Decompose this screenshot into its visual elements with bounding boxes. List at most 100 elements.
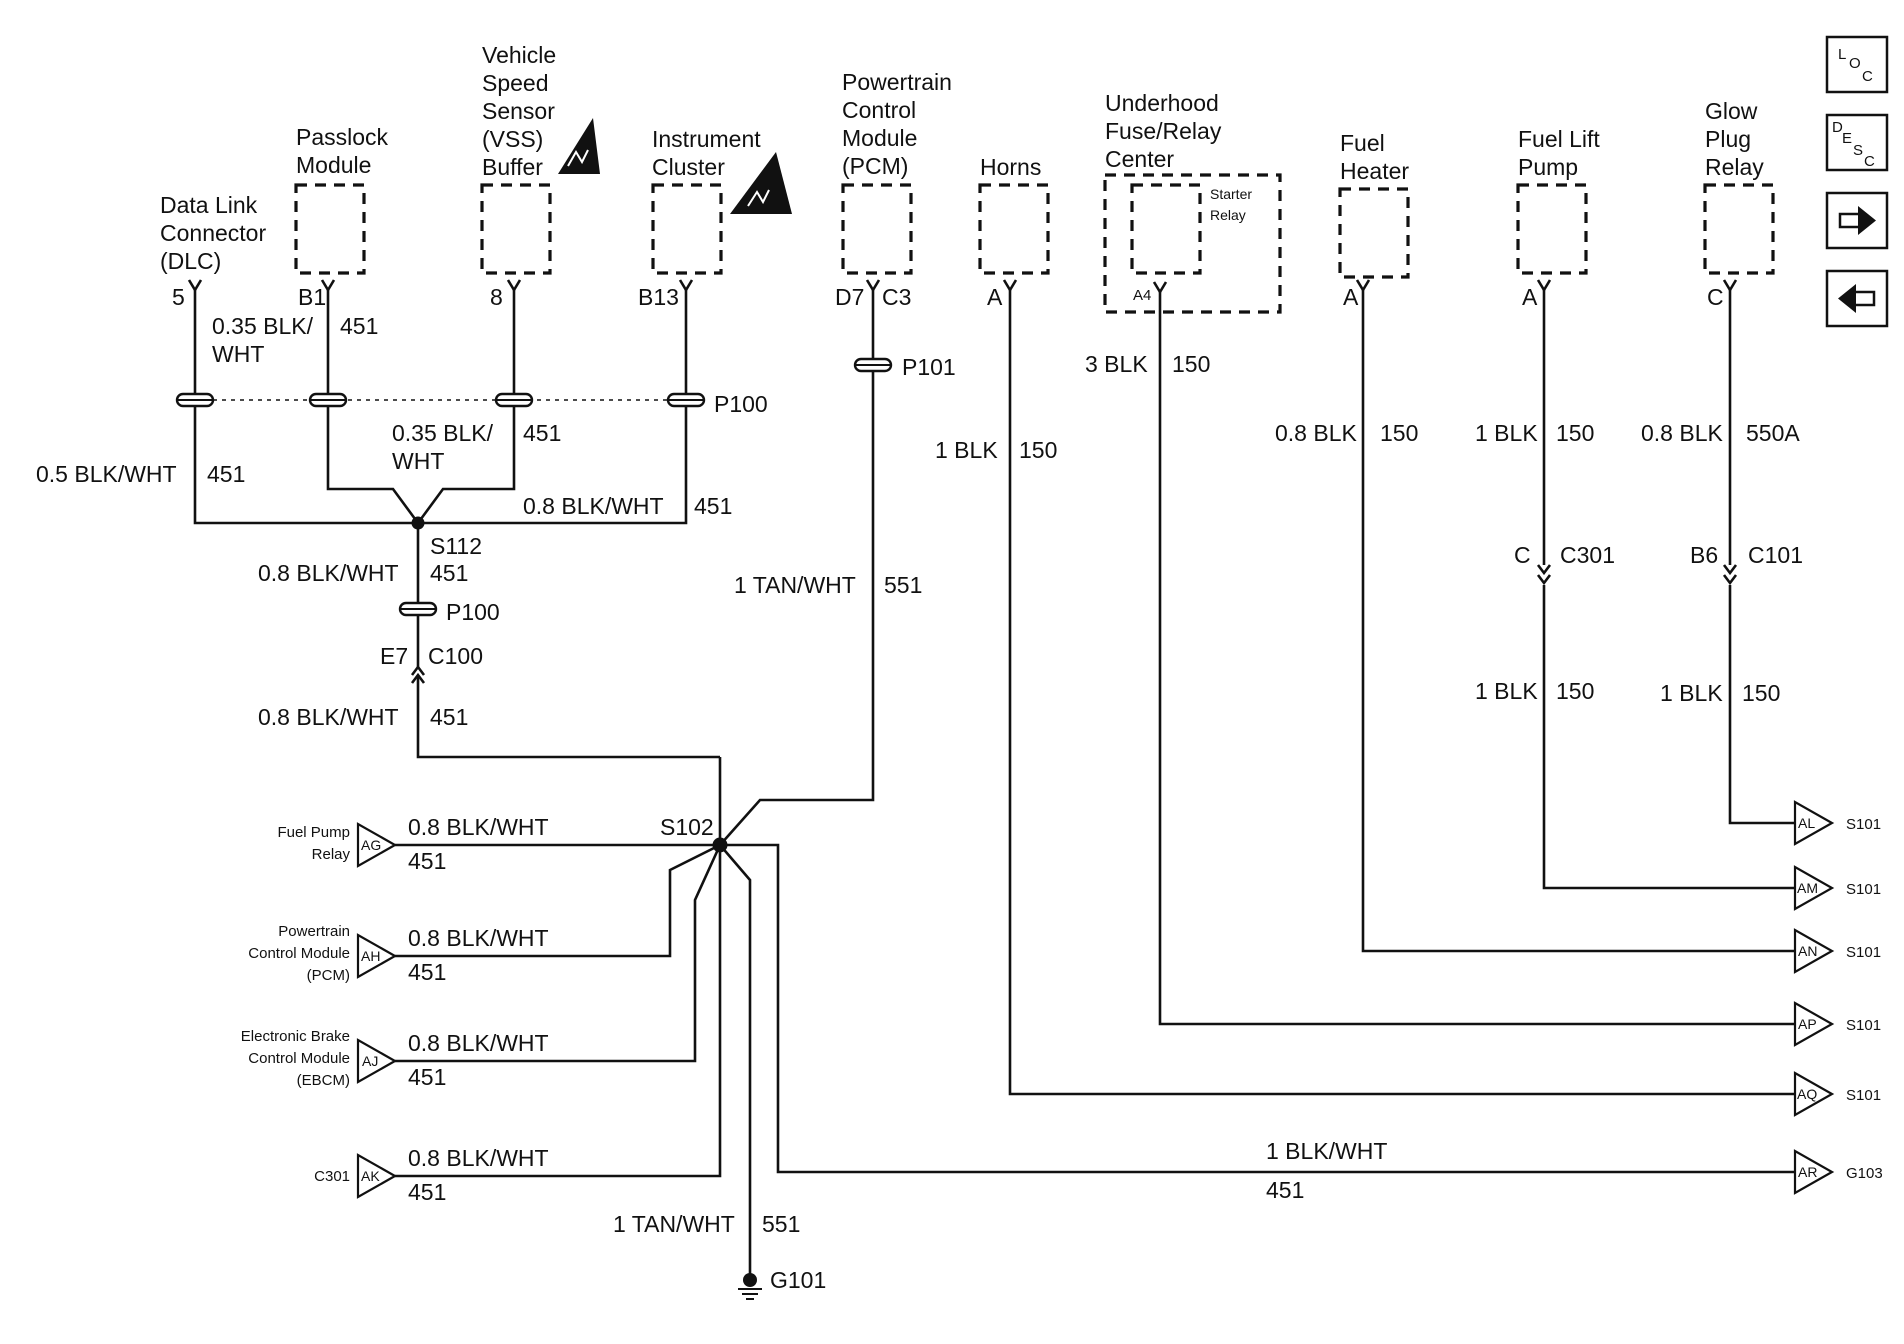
- svg-text:AN: AN: [1798, 943, 1817, 959]
- svg-text:451: 451: [430, 560, 468, 586]
- pin-label: C: [1707, 284, 1724, 310]
- svg-text:150: 150: [1019, 437, 1057, 463]
- svg-text:451: 451: [408, 1179, 446, 1205]
- svg-text:0.8 BLK/WHT: 0.8 BLK/WHT: [258, 560, 399, 586]
- glow-plug-label: Glow Plug Relay: [1705, 98, 1764, 180]
- svg-text:(PCM): (PCM): [307, 967, 350, 984]
- svg-text:1 BLK: 1 BLK: [1475, 678, 1538, 704]
- svg-text:0.5 BLK/WHT: 0.5 BLK/WHT: [36, 461, 177, 487]
- connector-chevrons: [410, 564, 1738, 684]
- svg-text:E7: E7: [380, 643, 408, 669]
- right-ref-am[interactable]: AM S101: [1793, 865, 1881, 911]
- svg-text:150: 150: [1556, 678, 1594, 704]
- svg-text:P100: P100: [714, 391, 768, 417]
- right-ref-ap[interactable]: AP S101: [1793, 1001, 1881, 1047]
- svg-text:Vehicle: Vehicle: [482, 42, 556, 68]
- svg-text:(VSS): (VSS): [482, 126, 543, 152]
- svg-text:1 TAN/WHT: 1 TAN/WHT: [734, 572, 856, 598]
- svg-text:0.8 BLK/WHT: 0.8 BLK/WHT: [523, 493, 664, 519]
- fuel-lift-label: Fuel Lift Pump: [1518, 126, 1600, 180]
- right-ref-an[interactable]: AN S101: [1793, 928, 1881, 974]
- pin-terminals: [187, 279, 1738, 295]
- svg-text:Fuel Pump: Fuel Pump: [277, 824, 350, 841]
- pin-label: B1: [298, 284, 326, 310]
- svg-text:S: S: [1853, 142, 1863, 159]
- svg-text:AK: AK: [361, 1168, 380, 1184]
- pcm-box: [841, 183, 913, 275]
- left-ref-pcm[interactable]: Powertrain Control Module (PCM) AH: [248, 923, 398, 984]
- left-ref-ebcm[interactable]: Electronic Brake Control Module (EBCM) A…: [241, 1028, 398, 1089]
- passlock-box: [294, 183, 366, 275]
- left-ref-fuel-pump-relay[interactable]: Fuel Pump Relay AG: [277, 822, 398, 868]
- left-ref-c301[interactable]: C301 AK: [314, 1153, 398, 1199]
- svg-text:451: 451: [523, 420, 561, 446]
- svg-text:S101: S101: [1846, 816, 1881, 833]
- connector-labels: P100 P100 P101 S112 S102 E7 C100 C C301 …: [380, 354, 1803, 1293]
- svg-text:Control Module: Control Module: [248, 945, 350, 962]
- svg-text:WHT: WHT: [212, 341, 264, 367]
- fuel-heater-label: Fuel Heater: [1340, 130, 1409, 184]
- svg-text:B6: B6: [1690, 542, 1718, 568]
- pin-label: 8: [490, 284, 503, 310]
- svg-text:0.35 BLK/: 0.35 BLK/: [392, 420, 494, 446]
- svg-text:Fuel: Fuel: [1340, 130, 1385, 156]
- svg-text:Electronic Brake: Electronic Brake: [241, 1028, 350, 1045]
- starter-relay-label: Starter Relay: [1210, 186, 1252, 223]
- svg-text:Relay: Relay: [1705, 154, 1764, 180]
- desc-button[interactable]: D E S C: [1825, 113, 1889, 172]
- svg-text:C301: C301: [1560, 542, 1615, 568]
- svg-text:AR: AR: [1798, 1164, 1817, 1180]
- arrow-left-icon: [1838, 284, 1876, 313]
- svg-text:C100: C100: [428, 643, 483, 669]
- svg-text:(DLC): (DLC): [160, 248, 221, 274]
- wires: [193, 290, 1795, 1278]
- next-page-button[interactable]: [1825, 191, 1889, 250]
- svg-text:Plug: Plug: [1705, 126, 1751, 152]
- svg-text:451: 451: [430, 704, 468, 730]
- horns-box: [978, 183, 1050, 275]
- dlc-label: Data Link Connector (DLC): [160, 192, 266, 274]
- svg-text:Data Link: Data Link: [160, 192, 258, 218]
- svg-text:1 BLK/WHT: 1 BLK/WHT: [1266, 1138, 1387, 1164]
- right-ref-aq[interactable]: AQ S101: [1793, 1071, 1881, 1117]
- svg-text:451: 451: [1266, 1177, 1304, 1203]
- svg-text:S101: S101: [1846, 944, 1881, 961]
- svg-text:551: 551: [884, 572, 922, 598]
- svg-text:AH: AH: [361, 948, 380, 964]
- svg-text:AG: AG: [361, 837, 381, 853]
- svg-text:0.35 BLK/: 0.35 BLK/: [212, 313, 314, 339]
- svg-text:C: C: [1864, 153, 1875, 170]
- svg-text:451: 451: [694, 493, 732, 519]
- svg-text:Fuse/Relay: Fuse/Relay: [1105, 118, 1222, 144]
- svg-text:Pump: Pump: [1518, 154, 1578, 180]
- svg-text:Starter: Starter: [1210, 186, 1252, 202]
- prev-page-button[interactable]: [1825, 269, 1889, 328]
- svg-text:L: L: [1838, 46, 1846, 63]
- svg-text:Speed: Speed: [482, 70, 549, 96]
- fuel-heater-box: [1338, 187, 1410, 279]
- splice-s102: [712, 837, 728, 853]
- svg-text:S101: S101: [1846, 881, 1881, 898]
- svg-text:AJ: AJ: [362, 1053, 378, 1069]
- right-ref-al[interactable]: AL S101: [1793, 800, 1881, 846]
- cluster-box: [651, 183, 723, 275]
- svg-text:G103: G103: [1846, 1165, 1883, 1182]
- pin-label: A: [1343, 284, 1359, 310]
- svg-text:1 TAN/WHT: 1 TAN/WHT: [613, 1211, 735, 1237]
- svg-text:Control Module: Control Module: [248, 1050, 350, 1067]
- inline-connector-bars: [177, 364, 891, 610]
- right-ref-ar[interactable]: AR G103: [1793, 1149, 1883, 1195]
- svg-text:G101: G101: [770, 1267, 826, 1293]
- ufrc-label: Underhood Fuse/Relay Center: [1105, 90, 1222, 172]
- pcm-label: Powertrain Control Module (PCM): [842, 69, 952, 179]
- svg-text:451: 451: [207, 461, 245, 487]
- loc-button[interactable]: L O C: [1825, 35, 1889, 94]
- splice-s112: [411, 516, 425, 530]
- svg-text:P100: P100: [446, 599, 500, 625]
- svg-text:3 BLK: 3 BLK: [1085, 351, 1148, 377]
- svg-text:S102: S102: [660, 814, 714, 840]
- svg-text:Relay: Relay: [312, 846, 351, 863]
- svg-text:(EBCM): (EBCM): [297, 1072, 350, 1089]
- svg-text:Sensor: Sensor: [482, 98, 555, 124]
